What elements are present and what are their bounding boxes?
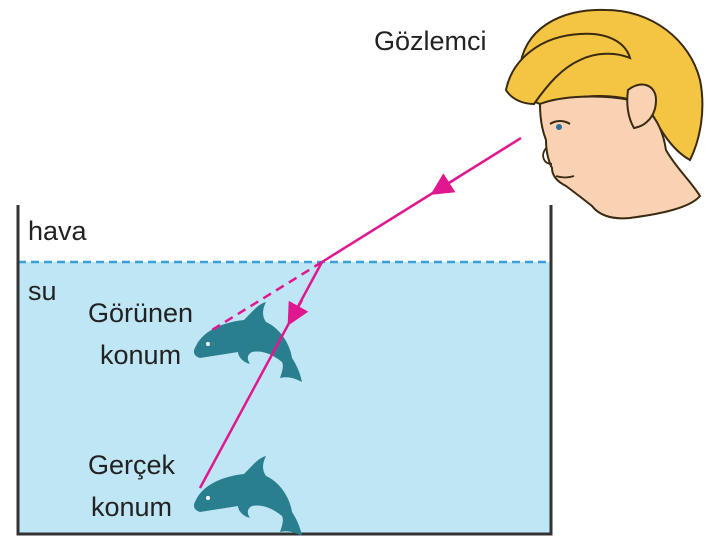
incident-ray (322, 138, 521, 262)
apparent-position-label: Görünen konum (88, 292, 193, 376)
real-position-line-1: Gerçek (88, 444, 175, 486)
observer-label: Gözlemci (374, 26, 487, 57)
real-position-line-2: konum (88, 486, 175, 528)
apparent-position-line-2: konum (88, 334, 193, 376)
incident-ray-arrow (438, 176, 460, 190)
real-position-label: Gerçek konum (88, 444, 175, 528)
apparent-position-line-1: Görünen (88, 292, 193, 334)
water-label: su (28, 276, 57, 307)
observer-head-icon (506, 10, 702, 219)
air-label: hava (28, 216, 87, 247)
